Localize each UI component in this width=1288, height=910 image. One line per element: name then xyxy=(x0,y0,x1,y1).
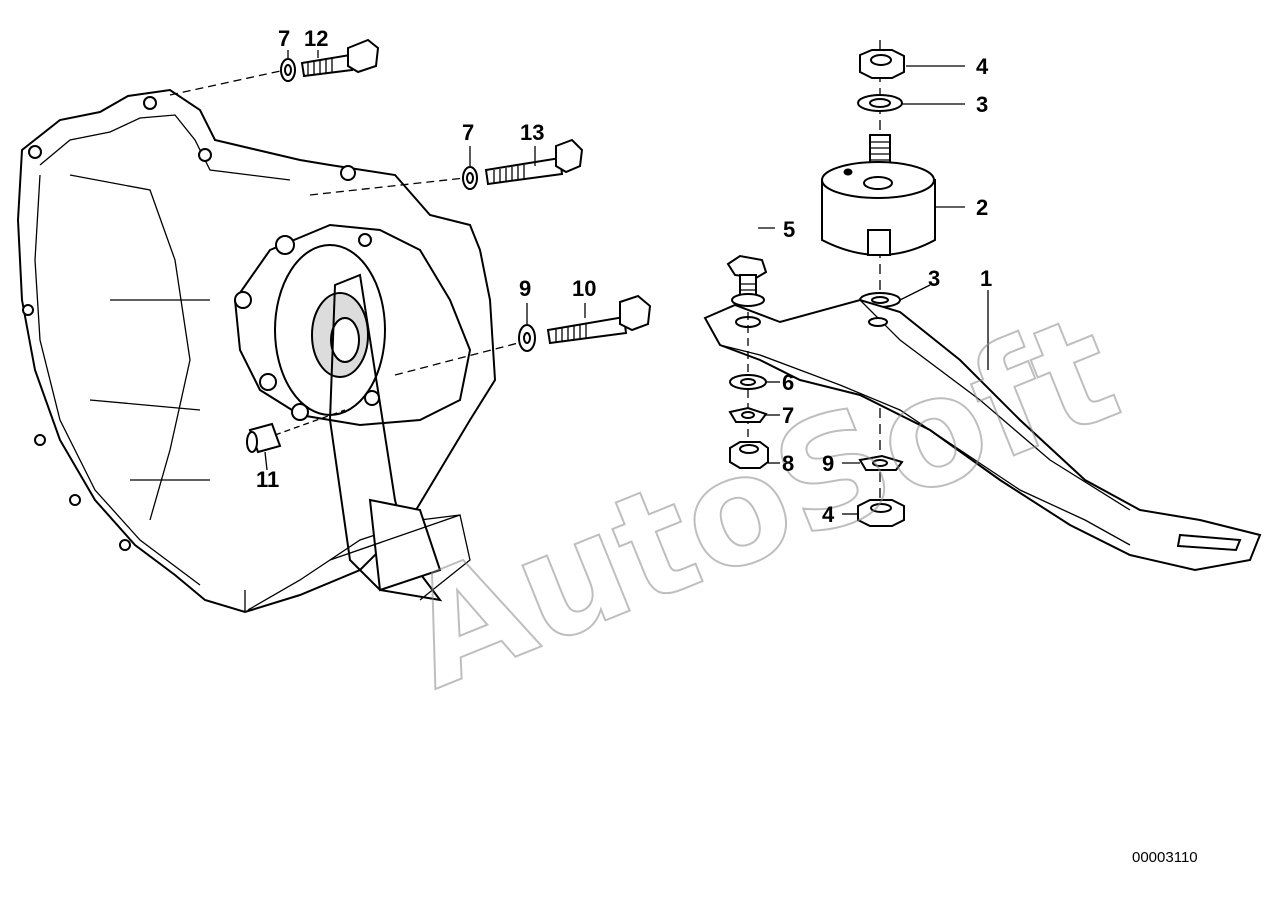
callout-labels: 7 12 7 13 9 10 11 4 3 2 5 3 1 6 7 8 9 4 xyxy=(256,26,992,527)
callout-5: 5 xyxy=(783,217,795,242)
bolt-12-head xyxy=(347,38,380,74)
callout-2: 2 xyxy=(976,195,988,220)
callout-9-left: 9 xyxy=(519,276,531,301)
callout-12: 12 xyxy=(304,26,328,51)
bolt-5-stack xyxy=(726,254,769,469)
bolt-12-shank xyxy=(300,53,354,78)
transmission-bell-housing xyxy=(16,88,497,614)
callout-8: 8 xyxy=(782,451,794,476)
callout-3-top: 3 xyxy=(976,92,988,117)
mount-stud-lower xyxy=(867,229,891,256)
bolt-5-head xyxy=(726,254,768,280)
bracket-slot xyxy=(1176,533,1242,552)
callout-6: 6 xyxy=(782,370,794,395)
leader-lines xyxy=(287,50,989,515)
bolt-13-head xyxy=(555,138,584,174)
rubber-mount-assembly xyxy=(821,40,936,527)
sleeve-11 xyxy=(246,409,346,471)
callout-7-right: 7 xyxy=(782,403,794,428)
bolt-13-assembly xyxy=(309,138,584,196)
bolt-10-head xyxy=(619,294,652,332)
bolt-10-shank xyxy=(546,315,628,345)
callout-1: 1 xyxy=(980,266,992,291)
bolt-10-assembly xyxy=(394,294,652,376)
bracket-1 xyxy=(703,298,1262,572)
callout-7-top: 7 xyxy=(278,26,290,51)
bolt-12-assembly xyxy=(169,38,380,96)
callout-9-right: 9 xyxy=(822,451,834,476)
callout-4-top: 4 xyxy=(976,54,989,79)
callout-11: 11 xyxy=(256,467,279,492)
callout-7-mid: 7 xyxy=(462,120,474,145)
callout-3-lower: 3 xyxy=(928,266,940,291)
drawing-number: 00003110 xyxy=(1132,849,1198,866)
callout-4-bottom: 4 xyxy=(822,502,835,527)
callout-13: 13 xyxy=(520,120,544,145)
callout-10: 10 xyxy=(572,276,596,301)
